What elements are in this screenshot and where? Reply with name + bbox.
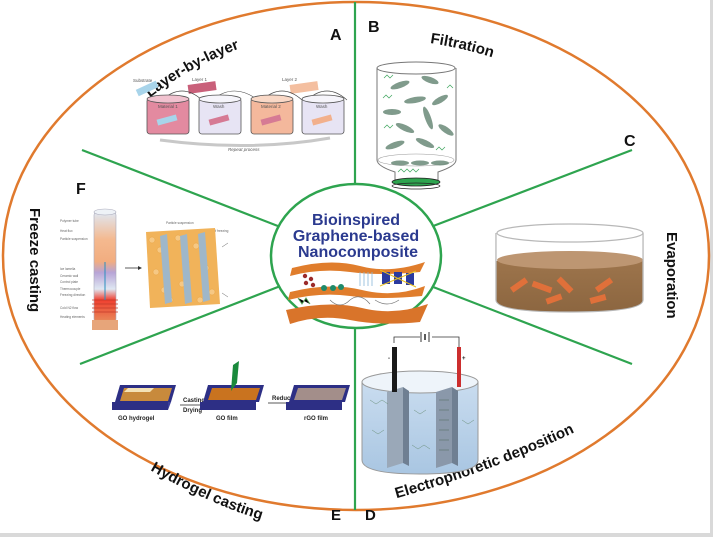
svg-text:Freezing direction: Freezing direction [60,293,86,297]
section-e: E Hydrogel casting Casting Drying Reduct… [112,361,350,524]
section-a-letter: A [330,27,342,44]
svg-text:Repeat process: Repeat process [228,147,260,152]
spokes [79,2,633,510]
svg-text:Wash: Wash [316,104,328,109]
section-d-letter: D [365,507,376,524]
center-title: Bioinspired Graphene-based Nanocomposite [293,212,419,261]
freeze-casting-figure: Polymer tube Heat flux Particle suspensi… [60,208,229,330]
section-c-title: Evaporation [663,232,680,319]
svg-text:Particle suspension: Particle suspension [166,221,194,225]
section-d: D Electrophoretic deposition - + [361,332,576,524]
svg-text:Casting: Casting [183,398,205,404]
svg-text:Reduction: Reduction [272,396,302,402]
section-b-letter: B [368,19,380,36]
section-c-letter: C [624,133,636,150]
svg-text:-: - [388,356,390,362]
spoke-upper-left [81,148,284,230]
center-title-line-3: Nanocomposite [298,244,418,261]
spoke-lower-left [79,283,284,366]
svg-text:Substrate: Substrate [133,78,153,83]
svg-text:Material 2: Material 2 [261,104,281,109]
section-b-title: Filtration [429,30,496,61]
svg-text:GO hydrogel: GO hydrogel [118,416,155,422]
section-e-title: Hydrogel casting [148,459,265,524]
nanocomposite-illustration [286,262,428,324]
svg-text:Thermocouple: Thermocouple [60,287,81,291]
svg-text:Ice lamella: Ice lamella [60,267,75,271]
filtration-figure [376,61,457,190]
svg-text:Material 1: Material 1 [158,104,178,109]
center-title-line-1: Bioinspired [312,212,400,229]
section-b: B Filtration [368,19,496,190]
svg-text:Drying: Drying [183,408,202,414]
svg-text:Layer 2: Layer 2 [282,77,298,82]
svg-text:Wash: Wash [213,104,225,109]
svg-text:Heating elements: Heating elements [60,315,85,319]
section-c: C Evaporation [495,133,680,319]
svg-text:Control plate: Control plate [60,280,78,284]
section-f-letter: F [76,181,86,198]
section-a: A Layer-by-layer Substrate Layer 1 Layer… [133,27,348,152]
spoke-upper-right [427,148,633,230]
svg-text:Particle suspension: Particle suspension [60,237,88,241]
section-f-title: Freeze casting [26,208,43,312]
svg-text:rGO film: rGO film [304,416,328,422]
evaporation-figure [495,223,644,313]
svg-text:Cold N2 flow: Cold N2 flow [60,306,79,310]
lbl-figure: Substrate Layer 1 Layer 2 [133,77,348,152]
svg-text:Layer 1: Layer 1 [192,77,208,82]
electrophoretic-figure: - + [361,332,479,475]
svg-text:GO film: GO film [216,416,238,422]
svg-text:Heat flux: Heat flux [60,229,73,233]
svg-text:Polymer tube: Polymer tube [60,219,79,223]
spoke-lower-right [427,283,633,366]
section-e-letter: E [331,507,341,524]
center-title-line-2: Graphene-based [293,228,419,245]
svg-text:Ceramic wall: Ceramic wall [60,274,79,278]
section-f: F Freeze casting Polymer tube Heat flux … [26,181,229,330]
hydrogel-figure: Casting Drying Reduction GO hydrogel GO … [112,361,350,422]
svg-text:+: + [462,356,466,362]
